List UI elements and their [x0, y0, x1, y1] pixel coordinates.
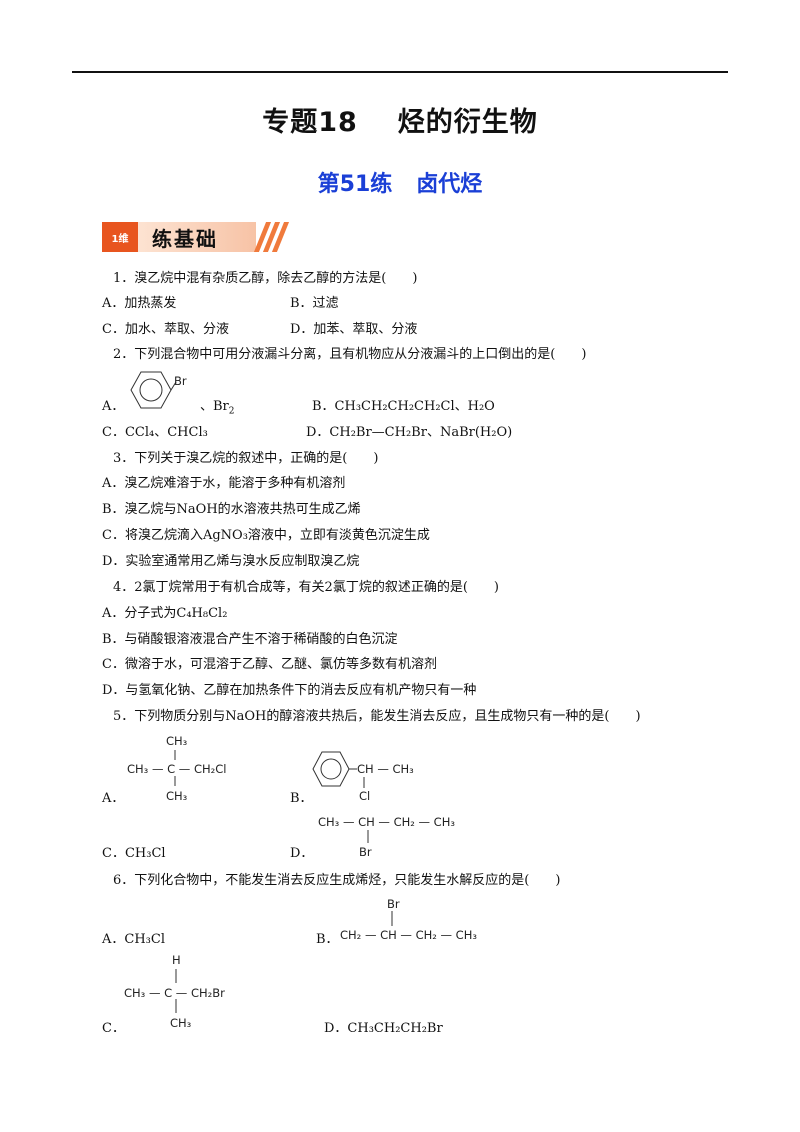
page-subtitle: 第51练卤代烃: [0, 166, 800, 198]
q6-c-top: H: [172, 953, 181, 967]
benzene-ring-icon: [312, 751, 357, 787]
title-subject: 烃的衍生物: [397, 107, 538, 138]
q3-option-d: D．实验室通常用乙烯与溴水反应制取溴乙烷: [102, 554, 360, 569]
q4-option-c: C．微溶于水，可混溶于乙醇、乙醚、氯仿等多数有机溶剂: [102, 657, 437, 672]
q2-a-br: Br: [174, 374, 187, 388]
q3-option-a: A．溴乙烷难溶于水，能溶于多种有机溶剂: [102, 476, 346, 491]
q1-option-d: D．加苯、萃取、分液: [290, 322, 418, 337]
q5-a-mid: CH₃ — C — CH₂Cl: [127, 762, 227, 776]
q2-option-a-label: A．: [102, 399, 125, 414]
q4-stem: 4．2氯丁烷常用于有机合成等，有关2氯丁烷的叙述正确的是( ): [113, 580, 499, 595]
q5-d-br: Br: [359, 845, 372, 859]
q6-c-mid: CH₃ — C — CH₂Br: [124, 986, 225, 1000]
q6-option-b-label: B．: [316, 932, 339, 947]
bond-lines: [367, 830, 369, 843]
q1-option-c: C．加水、萃取、分液: [102, 322, 229, 337]
benzene-ring-icon: [130, 371, 177, 409]
q5-a-top: CH₃: [166, 734, 188, 748]
q3-stem: 3．下列关于溴乙烷的叙述中，正确的是( ): [113, 451, 379, 466]
q4-option-b: B．与硝酸银溶液混合产生不溶于稀硝酸的白色沉淀: [102, 632, 398, 647]
q6-option-d: D．CH₃CH₂CH₂Br: [324, 1021, 443, 1036]
page-title: 专题18 烃的衍生物: [0, 100, 800, 139]
subtitle-topic: 卤代烃: [416, 172, 483, 197]
subtitle-exercise: 第51练: [317, 172, 393, 197]
q5-d-chain: CH₃ — CH — CH₂ — CH₃: [318, 815, 455, 829]
q2-option-b: B．CH₃CH₂CH₂CH₂Cl、H₂O: [312, 399, 495, 414]
q2-option-d: D．CH₂Br—CH₂Br、NaBr(H₂O): [306, 425, 513, 440]
q2-stem: 2．下列混合物中可用分液漏斗分离，且有机物应从分液漏斗的上口倒出的是( ): [113, 347, 587, 362]
q5-stem: 5．下列物质分别与NaOH的醇溶液共热后，能发生消去反应，且生成物只有一种的是(…: [113, 709, 641, 724]
q5-b-chain: CH — CH₃: [357, 762, 414, 776]
q5-option-c: C．CH₃Cl: [102, 846, 166, 861]
q5-option-a-label: A．: [102, 791, 125, 806]
q2-option-a-rest: 、Br2: [200, 399, 235, 417]
q3-option-c: C．将溴乙烷滴入AgNO₃溶液中，立即有淡黄色沉淀生成: [102, 528, 430, 543]
bond-lines: [174, 750, 176, 786]
q1-option-a: A．加热蒸发: [102, 296, 177, 311]
q3-option-b: B．溴乙烷与NaOH的水溶液共热可生成乙烯: [102, 502, 361, 517]
q1-option-b: B．过滤: [290, 296, 339, 311]
q5-a-bot: CH₃: [166, 789, 188, 803]
q6-option-c-label: C．: [102, 1021, 125, 1036]
q5-option-d-label: D．: [290, 846, 314, 861]
title-topic: 专题18: [262, 107, 358, 138]
section-tag: 1维: [102, 222, 138, 252]
bond-lines: [175, 969, 177, 1013]
q6-b-chain: CH₂ — CH — CH₂ — CH₃: [340, 928, 477, 942]
q2-option-c: C．CCl₄、CHCl₃: [102, 425, 208, 440]
q6-c-bot: CH₃: [170, 1016, 192, 1030]
q5-option-b-label: B．: [290, 791, 313, 806]
section-banner: 1维 练基础: [102, 222, 290, 252]
bond-lines: [391, 911, 393, 926]
q1-stem: 1．溴乙烷中混有杂质乙醇，除去乙醇的方法是( ): [113, 271, 418, 286]
q6-stem: 6．下列化合物中，不能发生消去反应生成烯烃，只能发生水解反应的是( ): [113, 873, 561, 888]
q6-option-a: A．CH₃Cl: [102, 932, 165, 947]
q5-b-cl: Cl: [359, 789, 371, 803]
header-rule: [72, 71, 728, 73]
q4-option-a: A．分子式为C₄H₈Cl₂: [102, 606, 228, 621]
q6-b-br: Br: [387, 897, 400, 911]
bond-lines: [363, 777, 365, 788]
q4-option-d: D．与氢氧化钠、乙醇在加热条件下的消去反应有机产物只有一种: [102, 683, 477, 698]
section-label: 练基础: [138, 222, 256, 252]
